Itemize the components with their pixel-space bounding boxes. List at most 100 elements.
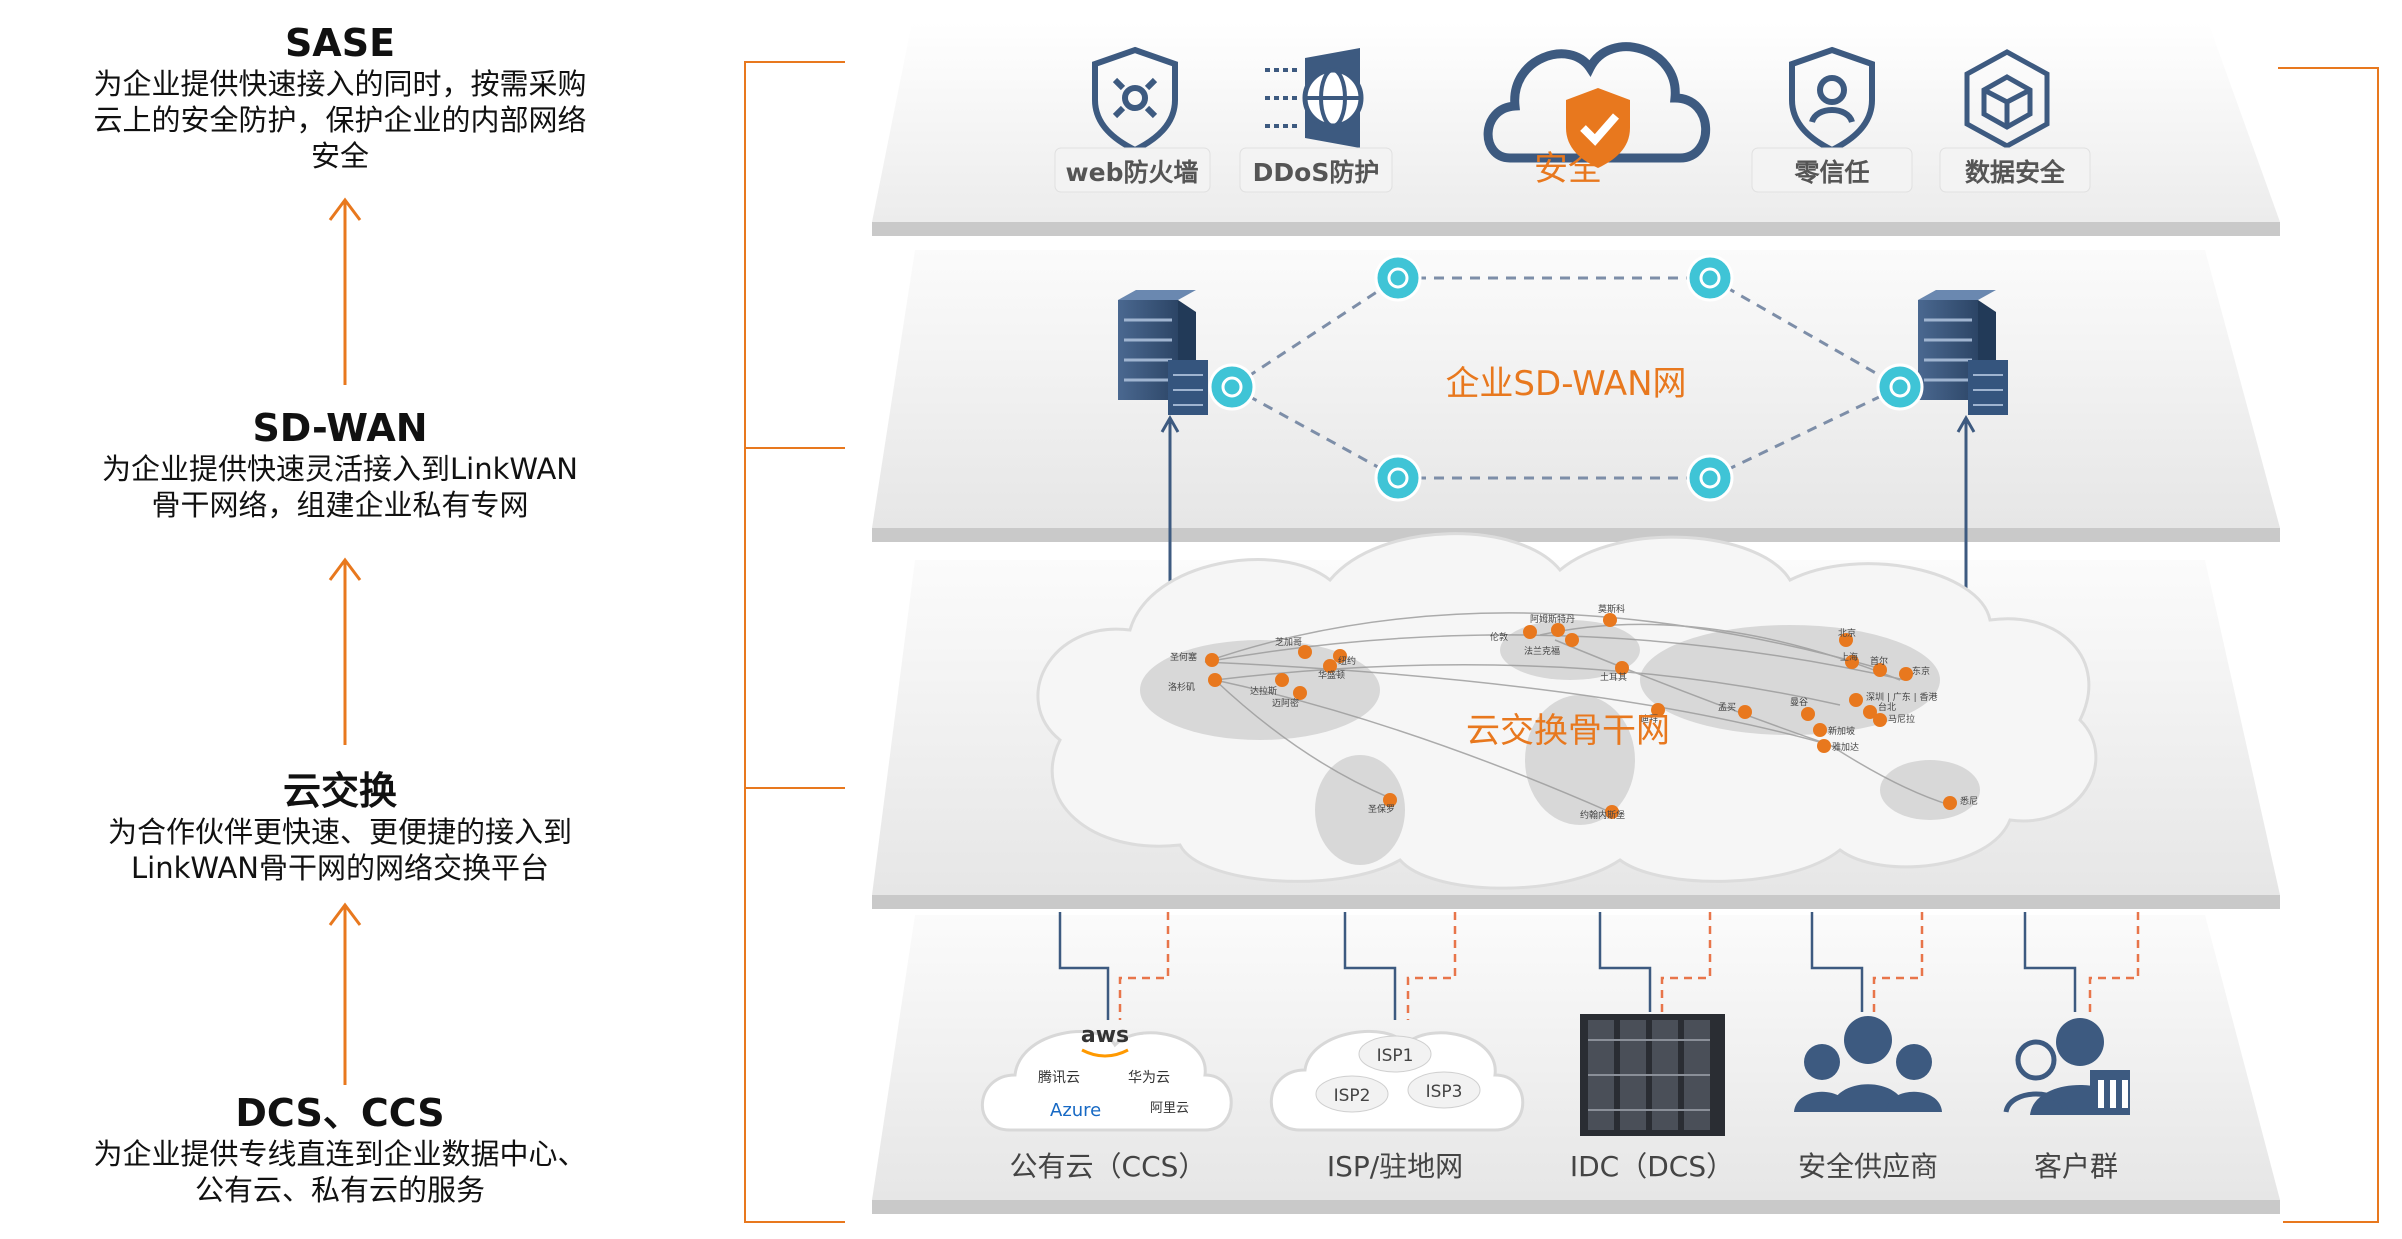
router-node-icon (1686, 454, 1734, 502)
svg-text:圣何塞: 圣何塞 (1170, 651, 1197, 663)
zero-trust-label: 零信任 (1793, 158, 1869, 187)
svg-text:迪拜: 迪拜 (1640, 713, 1658, 725)
svg-text:新加坡: 新加坡 (1828, 725, 1855, 737)
left-arrows (328, 197, 362, 1085)
svg-text:雅加达: 雅加达 (1832, 741, 1859, 753)
sdwan-dashed-links (1231, 276, 1901, 480)
svg-text:深圳 | 广东 | 香港: 深圳 | 广东 | 香港 (1866, 691, 1938, 703)
left-bracket (744, 61, 845, 1223)
arrow-head-1 (328, 197, 362, 221)
cloud-exchange-desc-line-2: LinkWAN骨干网的网络交换平台 (130, 851, 549, 885)
svg-text:阿姆斯特丹: 阿姆斯特丹 (1530, 613, 1575, 625)
data-cube-icon (1964, 49, 2050, 149)
cloud-security-icon (1483, 42, 1711, 168)
svg-text:东京: 东京 (1912, 665, 1930, 677)
city-marker (1849, 693, 1863, 707)
security-center-label: 安全 (1534, 149, 1602, 189)
city-labels: 圣何塞 洛杉矶 芝加哥 纽约 华盛顿 达拉斯 迈阿密 伦敦 阿姆斯特丹 莫斯科 … (1168, 603, 1978, 821)
svg-text:北京: 北京 (1838, 627, 1856, 639)
svg-text:洛杉矶: 洛杉矶 (1168, 681, 1195, 693)
sdwan-block: SD-WAN 为企业提供快速灵活接入到LinkWAN 骨干网络，组建企业私有专网 (40, 405, 640, 523)
platform-access (872, 915, 2280, 1214)
city-marker (1565, 633, 1579, 647)
svg-text:圣保罗: 圣保罗 (1368, 803, 1395, 815)
cloud-exchange-title: 云交换 (282, 769, 397, 813)
right-bracket (2278, 67, 2379, 1223)
sase-title: SASE (284, 21, 396, 65)
svg-text:孟买: 孟买 (1718, 702, 1736, 713)
dcs-ccs-desc-line-1: 为企业提供专线直连到企业数据中心、 (93, 1137, 587, 1171)
huawei-cloud-logo: 华为云 (1128, 1070, 1170, 1086)
dcs-ccs-desc-line-2: 公有云、私有云的服务 (194, 1173, 485, 1207)
server-right-icon (1918, 290, 2008, 415)
idc-rack-icon (1580, 1014, 1725, 1136)
aliyun-logo: 阿里云 (1150, 1101, 1189, 1116)
svg-text:悉尼: 悉尼 (1960, 795, 1978, 807)
city-marker (1275, 673, 1289, 687)
svg-text:迈阿密: 迈阿密 (1272, 697, 1299, 709)
arrow-head-2 (328, 557, 362, 581)
city-marker (1208, 673, 1222, 687)
svg-text:伦敦: 伦敦 (1490, 631, 1508, 643)
svg-text:法兰克福: 法兰克福 (1524, 645, 1560, 657)
cloud-exchange-desc-line-1: 为合作伙伴更快速、更便捷的接入到 (107, 815, 572, 849)
server-left-icon (1118, 290, 1208, 415)
city-marker (1813, 723, 1827, 737)
ddos-protection-label: DDoS防护 (1253, 158, 1380, 187)
sase-desc-line-1: 为企业提供快速接入的同时，按需采购 (93, 67, 587, 101)
access-labels: 公有云（CCS） ISP/驻地网 IDC（DCS） 安全供应商 客户群 (1010, 1150, 2118, 1183)
city-marker (1873, 713, 1887, 727)
svg-text:上海: 上海 (1840, 651, 1858, 663)
sdwan-router-nodes (1208, 254, 1924, 502)
city-marker (1899, 667, 1913, 681)
arrow-head-3 (328, 902, 362, 926)
svg-text:纽约: 纽约 (1338, 655, 1356, 667)
router-node-icon (1876, 363, 1924, 411)
cloud-exchange-block: 云交换 为合作伙伴更快速、更便捷的接入到 LinkWAN骨干网的网络交换平台 (40, 768, 640, 886)
city-marker (1383, 793, 1397, 807)
city-marker (1839, 633, 1853, 647)
sase-block: SASE 为企业提供快速接入的同时，按需采购 云上的安全防护，保护企业的内部网络… (40, 20, 640, 174)
svg-text:华盛顿: 华盛顿 (1318, 669, 1345, 681)
router-node-icon (1374, 454, 1422, 502)
city-marker (1651, 703, 1665, 717)
svg-text:曼谷: 曼谷 (1790, 697, 1808, 708)
router-node-icon (1208, 363, 1256, 411)
public-cloud-label: 公有云（CCS） (1010, 1150, 1207, 1183)
web-firewall-label: web防火墙 (1066, 158, 1199, 187)
city-marker (1738, 705, 1752, 719)
dcs-ccs-title: DCS、CCS (235, 1091, 445, 1135)
city-marker (1817, 739, 1831, 753)
router-node-icon (1374, 254, 1422, 302)
sdwan-network-label: 企业SD-WAN网 (1445, 364, 1686, 404)
city-marker (1801, 707, 1815, 721)
customer-group-label: 客户群 (2034, 1150, 2118, 1183)
svg-text:土耳其: 土耳其 (1600, 671, 1627, 683)
sase-desc-line-2: 云上的安全防护，保护企业的内部网络 (93, 103, 587, 137)
sdwan-desc-line-1: 为企业提供快速灵活接入到LinkWAN (101, 452, 578, 486)
customer-group-icon (2003, 1018, 2130, 1115)
svg-text:首尔: 首尔 (1870, 655, 1888, 667)
access-connectors (1058, 912, 2140, 1020)
security-vendor-label: 安全供应商 (1798, 1150, 1938, 1183)
isp-cloud-icon: ISP1 ISP2 ISP3 (1269, 1029, 1525, 1132)
city-marker (1523, 625, 1537, 639)
city-marker (1205, 653, 1219, 667)
router-crosshairs (1221, 267, 1911, 489)
isp3-label: ISP3 (1426, 1082, 1463, 1102)
cloud-exchange-label: 云交换骨干网 (1466, 711, 1670, 751)
tencent-cloud-logo: 腾讯云 (1038, 1069, 1080, 1086)
city-marker (1863, 705, 1877, 719)
sdwan-desc-line-2: 骨干网络，组建企业私有专网 (151, 488, 529, 522)
idc-label: IDC（DCS） (1570, 1150, 1734, 1183)
aws-logo: aws (1081, 1023, 1129, 1048)
isp-label: ISP/驻地网 (1327, 1150, 1463, 1183)
azure-logo: Azure (1050, 1100, 1101, 1121)
city-markers (1205, 613, 1957, 819)
city-marker (1298, 645, 1312, 659)
svg-text:约翰内斯堡: 约翰内斯堡 (1580, 809, 1625, 821)
sdwan-title: SD-WAN (252, 406, 428, 450)
dcs-ccs-block: DCS、CCS 为企业提供专线直连到企业数据中心、 公有云、私有云的服务 (40, 1090, 640, 1208)
city-marker (1603, 613, 1617, 627)
